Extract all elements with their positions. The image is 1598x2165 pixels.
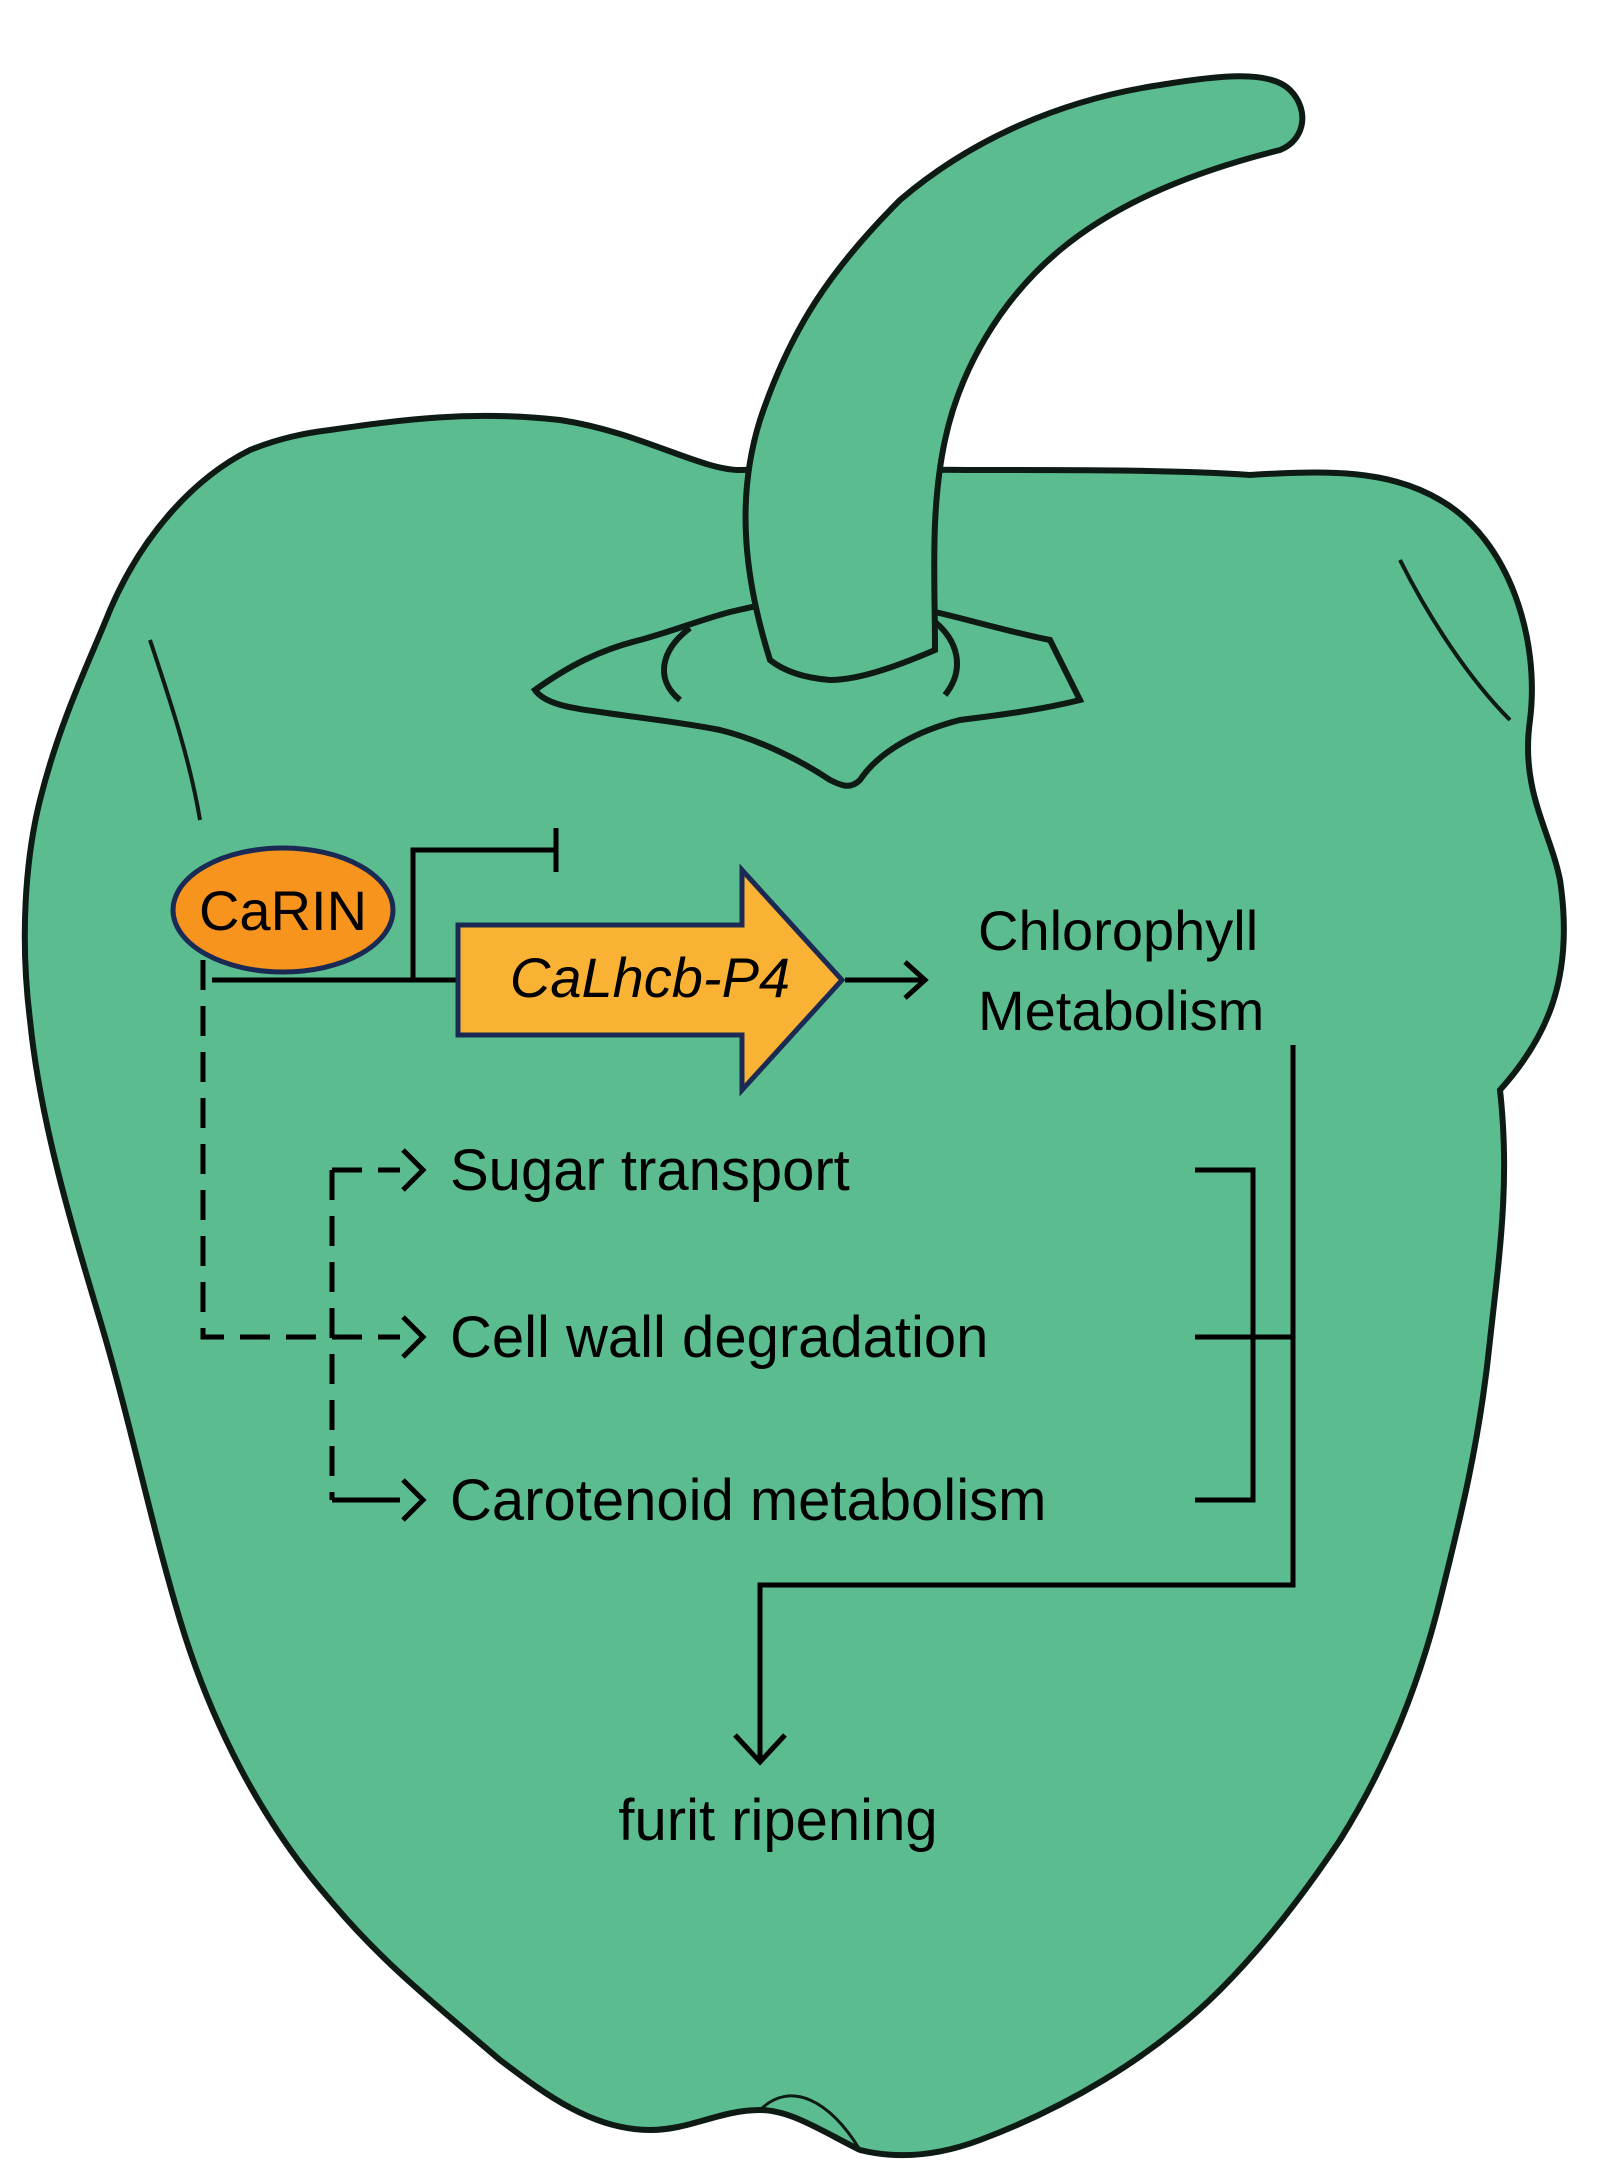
sugar-transport-label: Sugar transport <box>450 1138 850 1203</box>
gene-arrow-shape <box>455 863 846 1097</box>
edge-to-ripening <box>757 1045 1296 1760</box>
pepper-rib-bottom <box>758 2094 862 2151</box>
pepper-stem <box>742 73 1306 684</box>
arrowhead-cellwall <box>401 1315 427 1359</box>
arrowhead-sugar <box>401 1148 427 1192</box>
cell-wall-label: Cell wall degradation <box>450 1305 988 1370</box>
calyx-fold-right <box>928 615 960 697</box>
ripening-label: furit ripening <box>618 1788 937 1853</box>
arrowhead-carotenoid <box>401 1478 427 1522</box>
calyx-fold-left <box>661 625 692 703</box>
pepper-rib-right <box>1398 559 1512 722</box>
chlorophyll-label-line1: Chlorophyll <box>978 899 1258 962</box>
gene-label: CaLhcb-P4 <box>510 946 790 1009</box>
carotenoid-label: Carotenoid metabolism <box>450 1468 1046 1533</box>
carin-label: CaRIN <box>199 879 367 942</box>
pepper-rib-left <box>148 639 202 821</box>
edge-carin-repression <box>410 847 555 980</box>
arrowhead-ripening <box>733 1733 787 1766</box>
carin-node <box>170 845 396 975</box>
chlorophyll-label-line2: Metabolism <box>978 979 1264 1042</box>
pepper-body <box>21 412 1567 2159</box>
arrowhead-chlorophyll <box>903 960 929 1000</box>
